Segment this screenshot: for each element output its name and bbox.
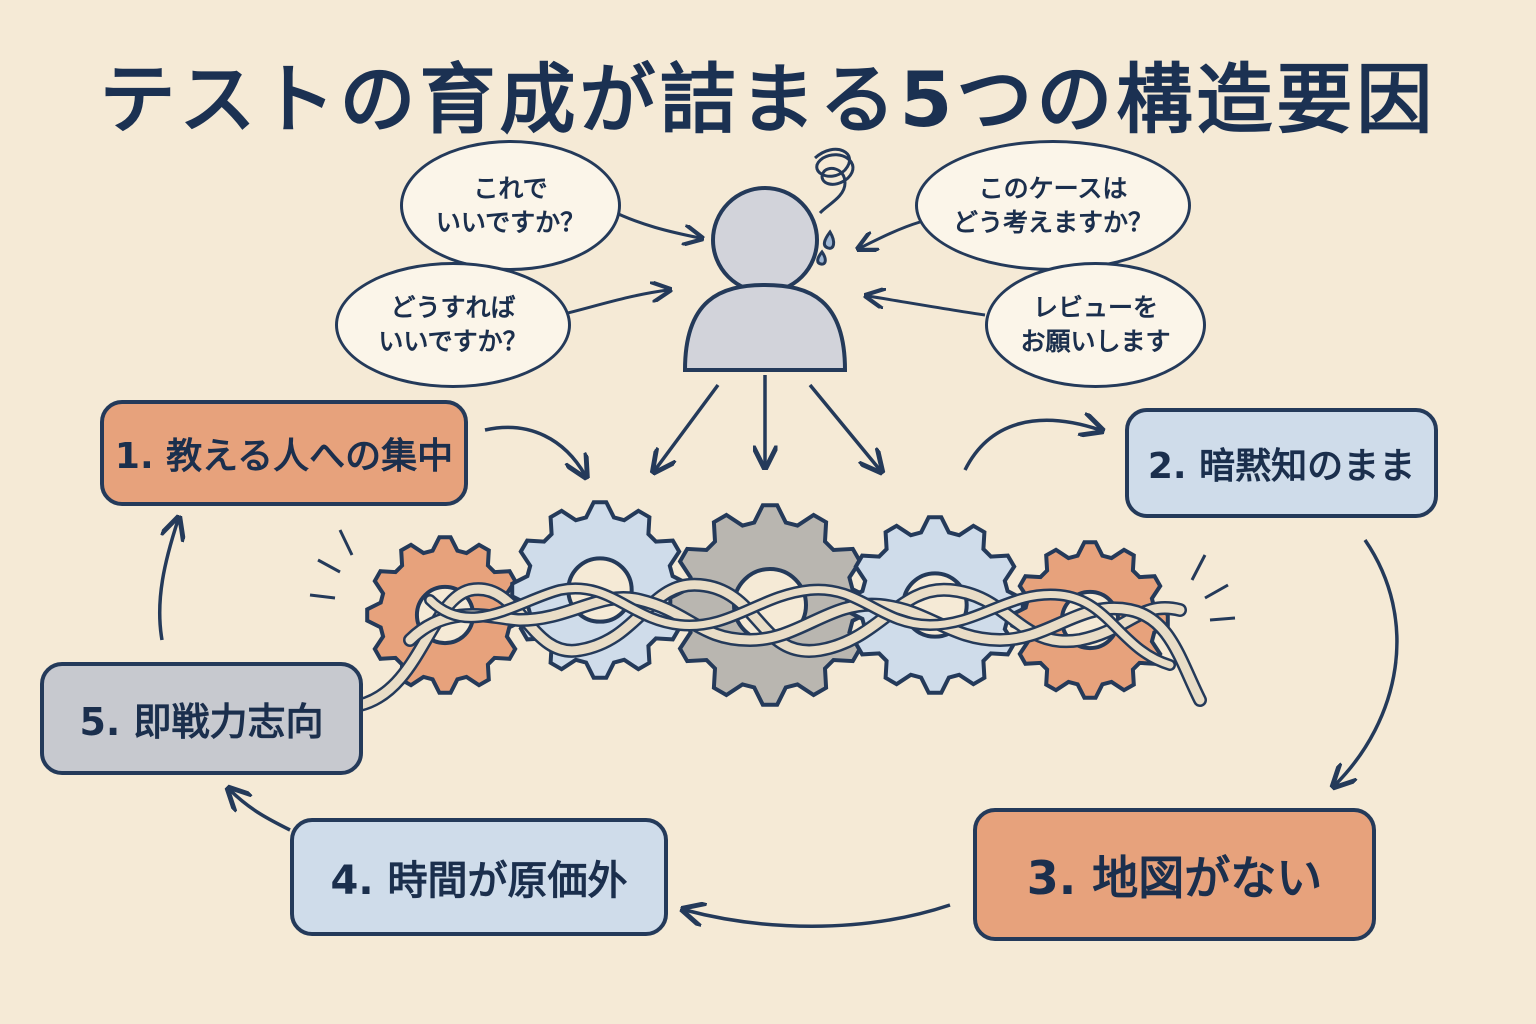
worry-scribble-icon [813,147,855,266]
cycle-arrows [157,420,1399,928]
page-title: テストの育成が詰まる5つの構造要因 [99,55,1437,144]
factor-label: 4. 時間が原価外 [330,858,628,904]
strain-lines [309,529,1236,622]
speech-bubble-text: このケースは どう考えますか？ [952,173,1153,237]
factor-label: 3. 地図がない [1026,850,1323,905]
speech-bubble: これで いいですか？ [400,140,621,271]
tangled-rope [353,577,1207,712]
factor-box-1: 1. 教える人への集中 [100,400,468,506]
speech-bubble-text: レビューを お願いします [1020,293,1171,356]
factor-label: 2. 暗黙知のまま [1147,446,1416,487]
person-to-gears-arrows [655,375,880,470]
speech-bubble-text: これで いいですか？ [435,173,586,237]
person-icon [682,186,848,372]
speech-bubble: レビューを お願いします [985,262,1206,388]
speech-bubble: このケースは どう考えますか？ [915,140,1191,271]
factor-box-4: 4. 時間が原価外 [290,818,668,936]
factor-label: 5. 即戦力志向 [79,700,324,744]
factor-label: 1. 教える人への集中 [114,436,454,477]
factor-box-3: 3. 地図がない [973,808,1376,941]
factor-box-2: 2. 暗黙知のまま [1125,408,1438,518]
speech-bubble: どうすれば いいですか？ [335,262,571,388]
factor-box-5: 5. 即戦力志向 [40,662,363,775]
speech-bubble-text: どうすれば いいですか？ [378,293,528,356]
